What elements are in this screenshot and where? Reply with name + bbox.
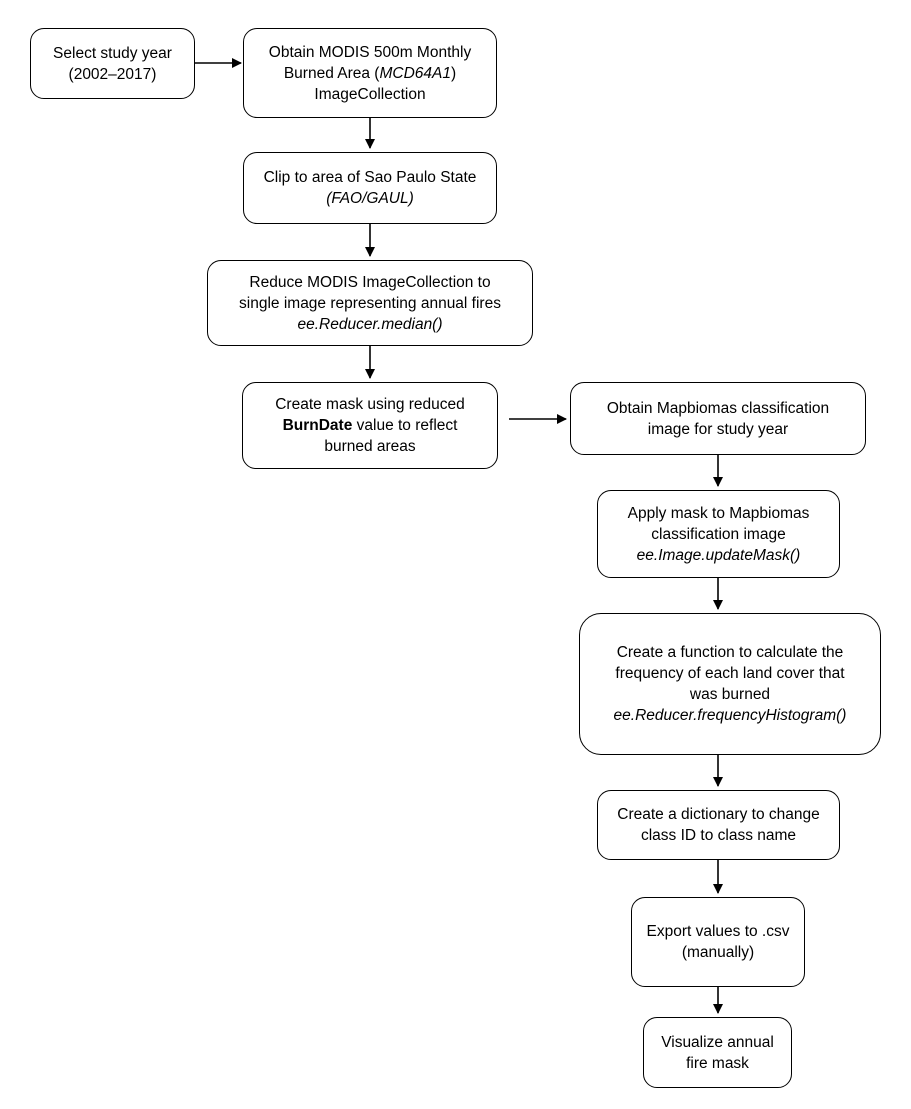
code-text: ee.Image.updateMask() xyxy=(636,546,801,564)
step-text: Obtain Mapbiomas classification xyxy=(606,399,830,417)
code-text: ee.Reducer.frequencyHistogram() xyxy=(613,707,847,724)
step-text: class ID to class name xyxy=(640,827,797,844)
step-text: burned areas xyxy=(324,438,416,455)
step-text: Burned Area (MCD64A1) xyxy=(284,63,456,84)
step-text: was burned xyxy=(689,686,771,703)
step-text: frequency of each land cover that xyxy=(615,665,845,682)
step-text: Visualize annual xyxy=(661,1033,774,1051)
product-code: MCD64A1 xyxy=(379,64,451,82)
step-obtain-mapbiomas: Obtain Mapbiomas classification image fo… xyxy=(570,382,866,455)
step-text: Clip to area of Sao Paulo State xyxy=(263,169,477,186)
step-frequency-function: Create a function to calculate the frequ… xyxy=(579,613,881,755)
step-dictionary: Create a dictionary to change class ID t… xyxy=(597,790,840,860)
step-visualize: Visualize annual fire mask xyxy=(643,1017,792,1088)
step-text: single image representing annual fires xyxy=(239,294,501,312)
step-select-year: Select study year (2002–2017) xyxy=(30,28,195,99)
step-apply-mask: Apply mask to Mapbiomas classification i… xyxy=(597,490,840,578)
step-text: Apply mask to Mapbiomas xyxy=(627,504,810,522)
step-text: fire mask xyxy=(686,1054,749,1072)
step-text: Reduce MODIS ImageCollection to xyxy=(249,273,491,291)
step-export: Export values to .csv (manually) xyxy=(631,897,805,987)
step-text: (2002–2017) xyxy=(68,65,157,83)
step-text-part: Burned Area ( xyxy=(283,64,380,82)
step-text: Obtain MODIS 500m Monthly xyxy=(268,43,472,61)
step-obtain-modis: Obtain MODIS 500m Monthly Burned Area (M… xyxy=(243,28,497,118)
step-reduce: Reduce MODIS ImageCollection to single i… xyxy=(207,260,533,346)
step-create-mask: Create mask using reduced BurnDate value… xyxy=(242,382,498,469)
step-text: (manually) xyxy=(681,944,755,961)
step-text-part: ) xyxy=(450,64,457,82)
step-text: Select study year xyxy=(53,44,172,62)
step-text: (FAO/GAUL) xyxy=(326,190,414,207)
step-text-part: value to reflect xyxy=(352,417,458,434)
step-text: image for study year xyxy=(647,420,789,438)
step-text: ImageCollection xyxy=(314,85,426,103)
field-name: BurnDate xyxy=(282,417,353,434)
step-text: Create a dictionary to change xyxy=(617,806,820,823)
step-text: Export values to .csv xyxy=(646,923,790,940)
code-text: ee.Reducer.median() xyxy=(297,315,443,333)
step-text: Create a function to calculate the xyxy=(616,644,844,661)
step-text: Create mask using reduced xyxy=(275,396,465,413)
step-text: classification image xyxy=(651,525,786,543)
step-text: BurnDate value to reflect xyxy=(283,415,458,436)
step-clip: Clip to area of Sao Paulo State (FAO/GAU… xyxy=(243,152,497,224)
